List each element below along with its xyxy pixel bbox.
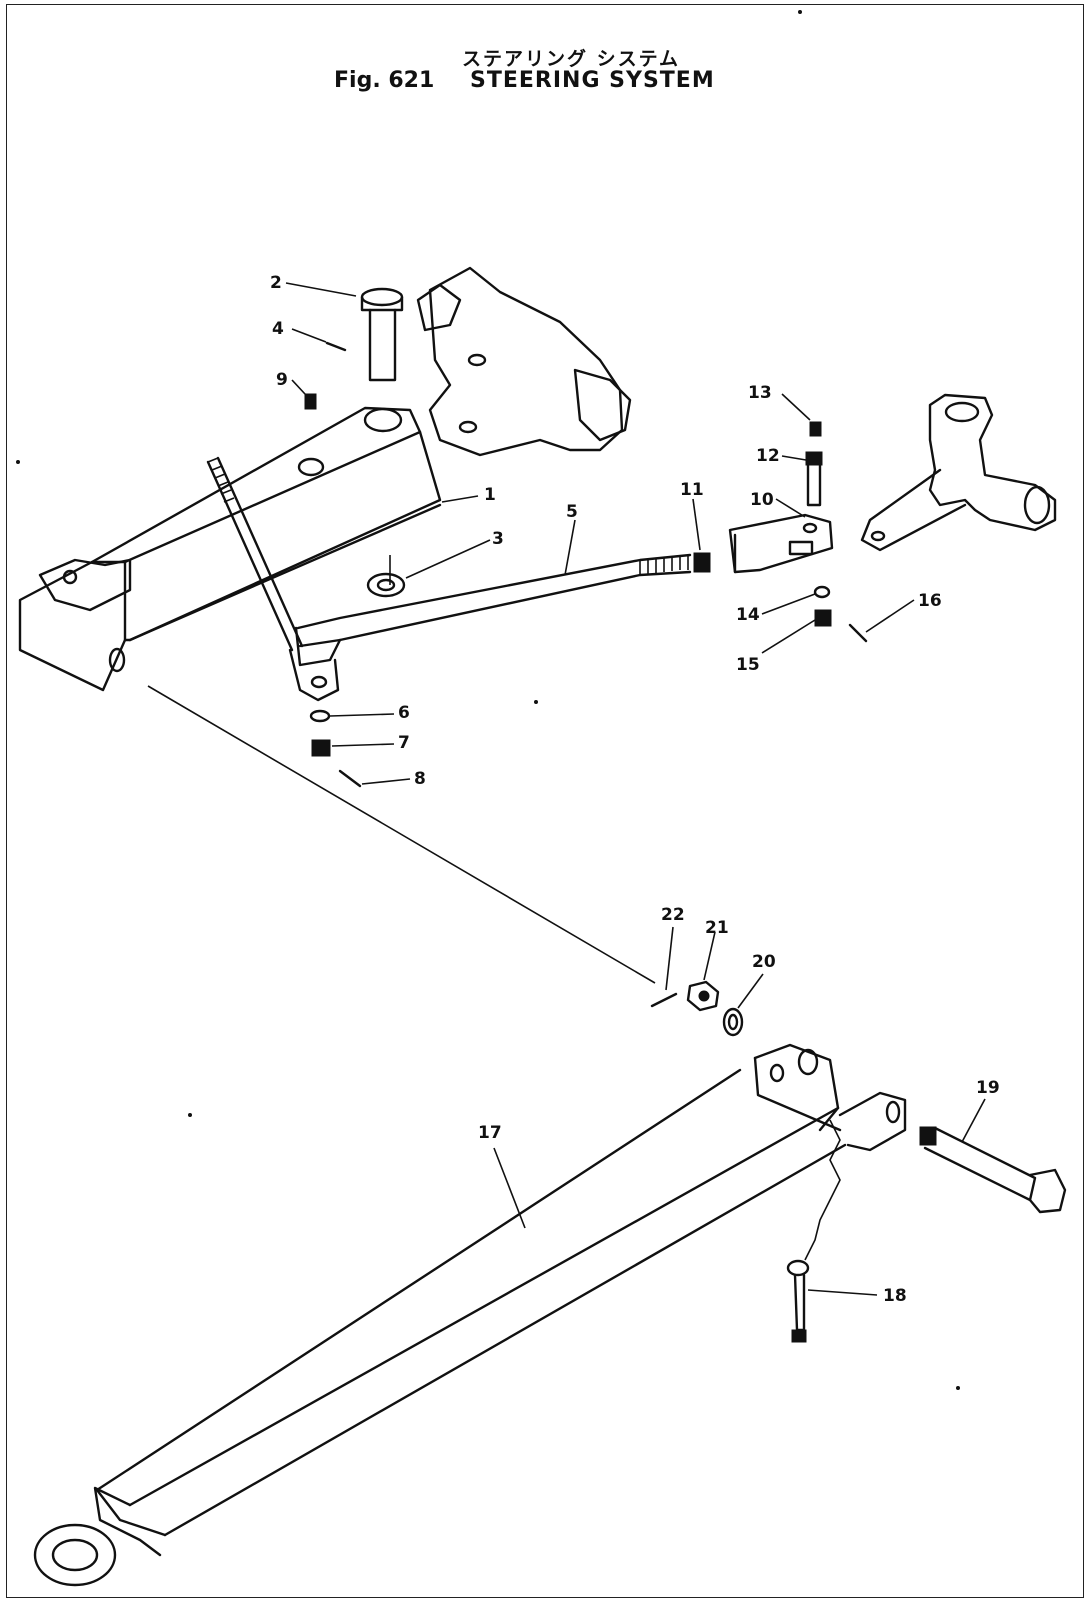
- steering-knuckle: [860, 393, 1057, 552]
- pin-with-chain-part-18: [786, 1119, 841, 1343]
- callout-2: 2: [270, 273, 282, 293]
- pin-part-19: [919, 1126, 1067, 1214]
- nut-part-21: [686, 980, 720, 1012]
- cotter-part-8: [338, 769, 362, 788]
- callout-16: 16: [918, 591, 942, 611]
- washer-part-6: [309, 709, 331, 723]
- callout-11: 11: [680, 480, 704, 500]
- cotter-part-22: [650, 992, 678, 1008]
- washer-part-3: [366, 572, 406, 598]
- cotter-part-4: [325, 341, 347, 352]
- nut-part-11: [693, 552, 711, 573]
- leader-lines: [285, 282, 986, 1296]
- grease-fitting-part-13: [809, 421, 822, 437]
- nut-part-7: [311, 739, 331, 757]
- washer-part-20: [722, 1007, 744, 1037]
- callout-17: 17: [478, 1123, 502, 1143]
- callout-10: 10: [750, 490, 774, 510]
- assembly-center-line: [147, 685, 656, 984]
- callout-labels: 1 2 3 4 5 6 7 8 9 10 11 12 13 14 15 16 1…: [270, 273, 1000, 1306]
- callout-21: 21: [705, 918, 729, 938]
- callout-4: 4: [272, 319, 284, 339]
- nut-part-15: [814, 609, 832, 627]
- stray-marks: [16, 10, 960, 1390]
- callout-14: 14: [736, 605, 760, 625]
- figure-title: STEERING SYSTEM: [470, 68, 715, 93]
- tie-rod-part-5: [288, 553, 692, 702]
- callout-3: 3: [492, 529, 504, 549]
- grease-fitting-part-9: [304, 393, 317, 410]
- bolt-part-12: [805, 451, 823, 507]
- figure-number: Fig. 621: [334, 68, 435, 93]
- drawing-frame: [6, 4, 1084, 1598]
- callout-22: 22: [661, 905, 685, 925]
- callout-5: 5: [566, 502, 578, 522]
- pin-part-2: [360, 287, 404, 382]
- callout-6: 6: [398, 703, 410, 723]
- callout-7: 7: [398, 733, 410, 753]
- callout-19: 19: [976, 1078, 1000, 1098]
- callout-13: 13: [748, 383, 772, 403]
- callout-20: 20: [752, 952, 776, 972]
- washer-part-14: [813, 585, 831, 599]
- title-japanese: ステアリング システム: [462, 48, 681, 70]
- tow-bar-part-17: [33, 1043, 907, 1587]
- steering-arm-part-1: [18, 406, 442, 692]
- clevis-part-10: [728, 513, 834, 574]
- cotter-part-16: [848, 623, 868, 643]
- steering-gear-housing: [416, 266, 632, 457]
- callout-1: 1: [484, 485, 496, 505]
- callout-12: 12: [756, 446, 780, 466]
- callout-9: 9: [276, 370, 288, 390]
- callout-15: 15: [736, 655, 760, 675]
- callout-8: 8: [414, 769, 426, 789]
- callout-18: 18: [883, 1286, 907, 1306]
- threaded-rod: [206, 456, 304, 652]
